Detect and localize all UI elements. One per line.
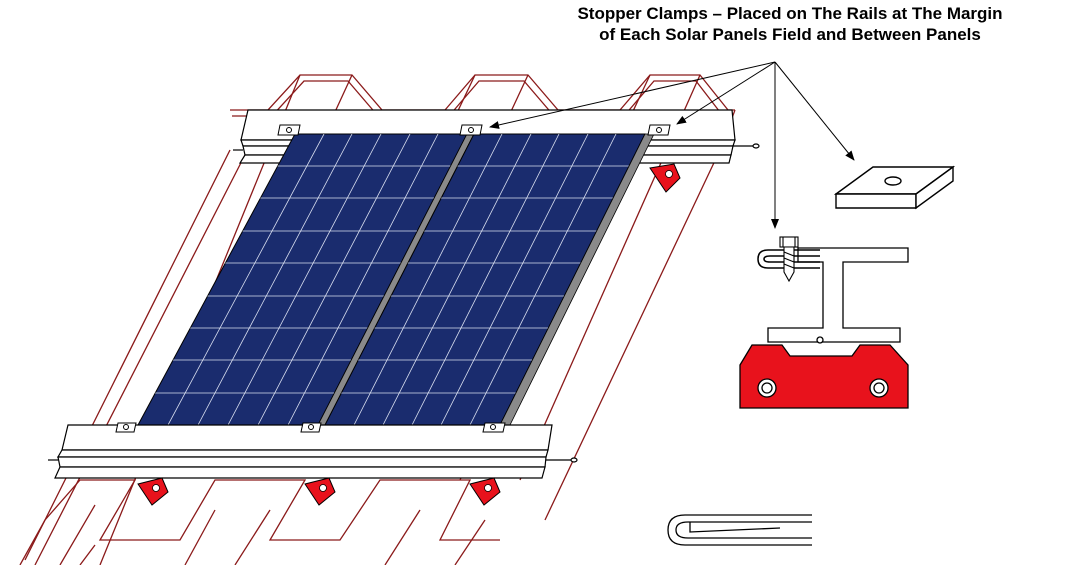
top-stopper-clamps	[277, 124, 671, 136]
diagram-caption: Stopper Clamps – Placed on The Rails at …	[500, 3, 1080, 45]
stopper-clamp-icon	[647, 124, 671, 136]
caption-line-1: Stopper Clamps – Placed on The Rails at …	[577, 4, 1003, 23]
bottom-stopper-clamps	[115, 422, 506, 433]
bottom-rail	[48, 424, 578, 479]
washer-plate-icon	[833, 165, 956, 210]
stopper-clamp-icon	[300, 422, 322, 433]
stopper-clamp-icon	[757, 249, 820, 269]
stopper-clamp-icon	[459, 124, 483, 136]
rail-icon	[767, 247, 909, 344]
stopper-clamp-icon	[277, 124, 301, 136]
roof-bracket-icon	[304, 477, 336, 506]
bolt-icon	[779, 236, 799, 283]
roof-bracket-icon	[739, 344, 909, 409]
leader-lines	[489, 61, 855, 229]
caption-line-2: of Each Solar Panels Field and Between P…	[599, 25, 981, 44]
roof-bracket-icon	[649, 163, 681, 193]
stopper-clamp-icon	[482, 422, 506, 433]
stopper-clamp-icon	[115, 422, 137, 433]
roof-bracket-icon	[469, 477, 501, 506]
roof-bracket-icon	[137, 477, 169, 506]
bottom-roof-brackets	[137, 477, 501, 506]
clamp-assembly-detail	[739, 236, 909, 409]
clip-profile-detail	[667, 514, 812, 546]
